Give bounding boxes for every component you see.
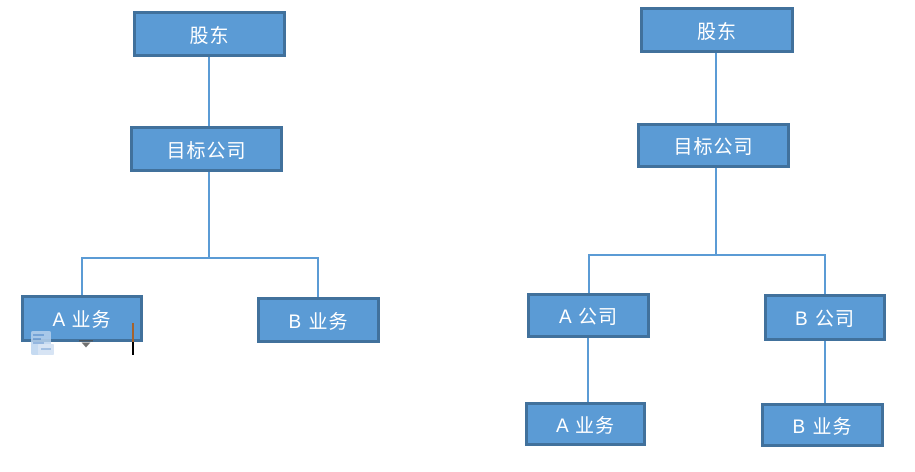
left-target-company-label: 目标公司	[166, 140, 247, 162]
right-company-b-label: B 公司	[795, 309, 855, 330]
left-shareholder-label: 股东	[189, 25, 230, 47]
right-business-a-label: A 业务	[556, 415, 615, 437]
left-branch-drop-a	[81, 257, 83, 295]
right-business-a-box[interactable]: A 业务	[525, 402, 646, 446]
right-company-a-box[interactable]: A 公司	[527, 293, 650, 338]
right-shareholder-label: 股东	[696, 21, 737, 43]
right-connector-companya-businessa	[587, 338, 589, 402]
right-company-b-box[interactable]: B 公司	[764, 294, 886, 341]
right-connector-target-branch	[715, 168, 717, 255]
right-target-company-box[interactable]: 目标公司	[637, 123, 790, 168]
right-connector-shareholder-target	[715, 53, 717, 123]
right-business-b-label: B 业务	[792, 416, 853, 438]
text-caret	[132, 342, 134, 355]
left-business-b-label: B 业务	[288, 311, 349, 333]
right-connector-companyb-businessb	[824, 341, 826, 403]
down-triangle-handle-icon	[79, 335, 93, 348]
right-branch-horizontal-line	[588, 254, 826, 256]
left-connector-shareholder-target	[208, 57, 210, 126]
revision-mark-line	[132, 323, 134, 342]
right-branch-drop-b	[824, 254, 826, 294]
right-business-b-box[interactable]: B 业务	[761, 403, 884, 447]
left-connector-target-branch	[208, 172, 210, 258]
left-branch-drop-b	[317, 257, 319, 297]
left-business-a-label: A 业务	[52, 310, 112, 331]
paste-options-icon[interactable]	[30, 330, 56, 357]
right-branch-drop-a	[588, 254, 590, 293]
left-shareholder-box[interactable]: 股东	[133, 11, 286, 57]
left-branch-horizontal-line	[81, 257, 319, 259]
left-business-b-box[interactable]: B 业务	[257, 297, 380, 343]
left-target-company-box[interactable]: 目标公司	[130, 126, 283, 172]
right-shareholder-box[interactable]: 股东	[640, 7, 794, 53]
right-target-company-label: 目标公司	[673, 137, 754, 158]
right-company-a-label: A 公司	[559, 307, 618, 328]
